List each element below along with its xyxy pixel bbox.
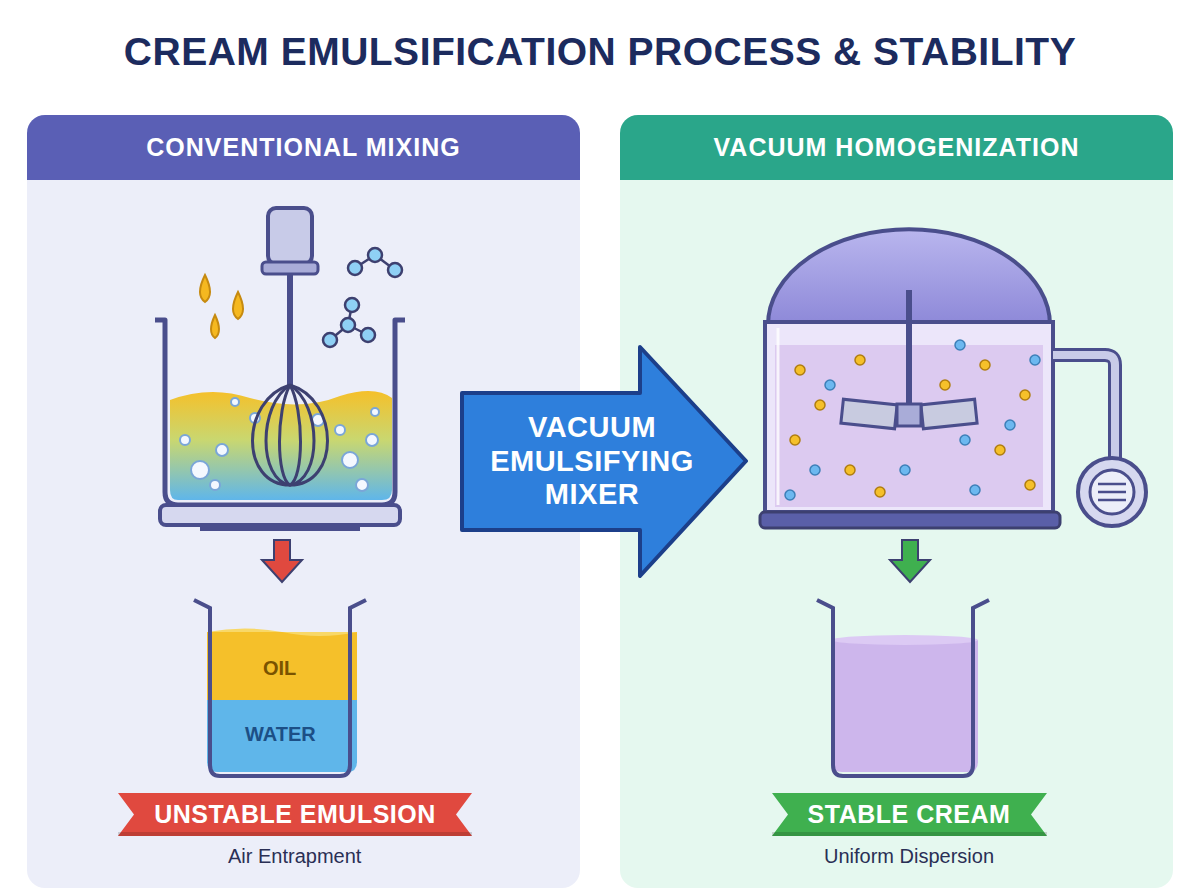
result-note: Air Entrapment: [228, 845, 361, 868]
result-banner: UNSTABLE EMULSION: [118, 793, 472, 836]
beaker-cream: [817, 600, 989, 776]
node-heading: UNSTABLE EMULSION: [154, 800, 436, 829]
layer-label: OIL: [263, 657, 296, 680]
down-arrow: [890, 540, 930, 582]
mixing-tank: [155, 208, 405, 531]
node-heading: VACUUM HOMOGENIZATION: [620, 115, 1173, 180]
title: CREAM EMULSIFICATION PROCESS & STABILITY: [0, 30, 1200, 74]
layer-label: WATER: [245, 723, 316, 746]
node-heading: STABLE CREAM: [808, 800, 1011, 829]
result-banner: STABLE CREAM: [772, 793, 1047, 836]
beaker-separated: [194, 600, 366, 776]
node-heading: CONVENTIONAL MIXING: [27, 115, 580, 180]
vacuum-vessel: [760, 229, 1146, 528]
process-arrow: VACUUM EMULSIFYING MIXER: [460, 345, 748, 578]
result-note: Uniform Dispersion: [824, 845, 994, 868]
down-arrow: [262, 540, 302, 582]
node-heading: VACUUM EMULSIFYING MIXER: [474, 411, 710, 511]
